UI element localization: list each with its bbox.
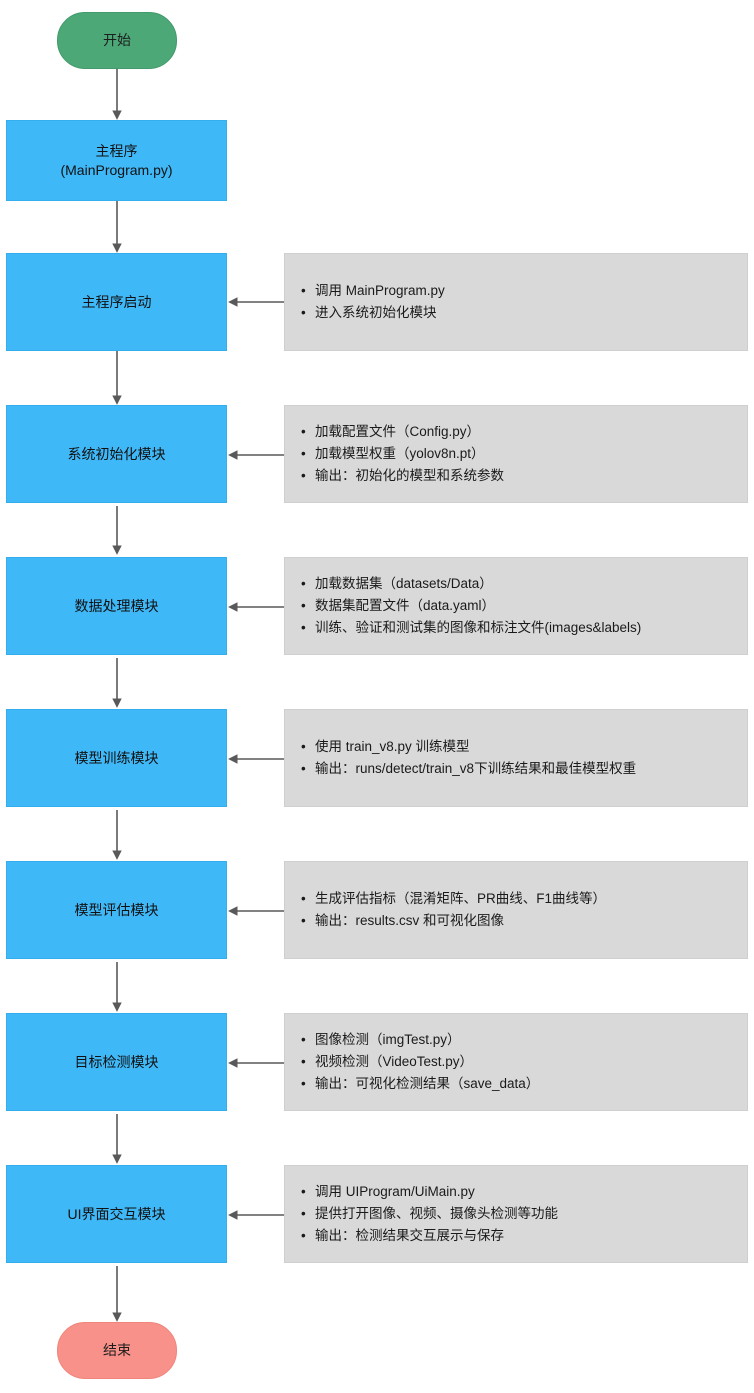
annotation-item: 训练、验证和测试集的图像和标注文件(images&labels) bbox=[301, 617, 733, 640]
annotation-item: 加载配置文件（Config.py） bbox=[301, 421, 733, 444]
annotation-data-list: 加载数据集（datasets/Data） 数据集配置文件（data.yaml） … bbox=[301, 573, 733, 640]
node-main-program-label: 主程序 (MainProgram.py) bbox=[54, 142, 178, 180]
annotation-item: 提供打开图像、视频、摄像头检测等功能 bbox=[301, 1203, 733, 1226]
annotation-item: 输出：初始化的模型和系统参数 bbox=[301, 465, 733, 488]
annotation-item: 输出：检测结果交互展示与保存 bbox=[301, 1225, 733, 1248]
node-start[interactable]: 开始 bbox=[57, 12, 177, 69]
annotation-init: 加载配置文件（Config.py） 加载模型权重（yolov8n.pt） 输出：… bbox=[284, 405, 748, 503]
node-detect-module-label: 目标检测模块 bbox=[74, 1053, 159, 1070]
node-end-label: 结束 bbox=[103, 1342, 131, 1359]
annotation-eval: 生成评估指标（混淆矩阵、PR曲线、F1曲线等） 输出：results.csv 和… bbox=[284, 861, 748, 959]
node-data-module-label: 数据处理模块 bbox=[74, 597, 159, 614]
annotation-train-list: 使用 train_v8.py 训练模型 输出：runs/detect/train… bbox=[301, 736, 733, 781]
annotation-item: 输出：runs/detect/train_v8下训练结果和最佳模型权重 bbox=[301, 758, 733, 781]
node-end[interactable]: 结束 bbox=[57, 1322, 177, 1379]
node-ui-module-label: UI界面交互模块 bbox=[67, 1205, 166, 1222]
annotation-item: 加载模型权重（yolov8n.pt） bbox=[301, 443, 733, 466]
annotation-main-start: 调用 MainProgram.py 进入系统初始化模块 bbox=[284, 253, 748, 351]
annotation-data: 加载数据集（datasets/Data） 数据集配置文件（data.yaml） … bbox=[284, 557, 748, 655]
annotation-item: 加载数据集（datasets/Data） bbox=[301, 573, 733, 596]
node-train-module[interactable]: 模型训练模块 bbox=[6, 709, 227, 807]
annotation-detect: 图像检测（imgTest.py） 视频检测（VideoTest.py） 输出：可… bbox=[284, 1013, 748, 1111]
annotation-item: 调用 MainProgram.py bbox=[301, 280, 733, 303]
annotation-item: 生成评估指标（混淆矩阵、PR曲线、F1曲线等） bbox=[301, 888, 733, 911]
annotation-item: 图像检测（imgTest.py） bbox=[301, 1029, 733, 1052]
annotation-eval-list: 生成评估指标（混淆矩阵、PR曲线、F1曲线等） 输出：results.csv 和… bbox=[301, 888, 733, 933]
annotation-item: 使用 train_v8.py 训练模型 bbox=[301, 736, 733, 759]
node-main-program-subtitle: (MainProgram.py) bbox=[60, 161, 173, 178]
annotation-ui: 调用 UIProgram/UiMain.py 提供打开图像、视频、摄像头检测等功… bbox=[284, 1165, 748, 1263]
node-main-start-label: 主程序启动 bbox=[81, 293, 152, 310]
node-detect-module[interactable]: 目标检测模块 bbox=[6, 1013, 227, 1111]
node-main-program[interactable]: 主程序 (MainProgram.py) bbox=[6, 120, 227, 201]
annotation-train: 使用 train_v8.py 训练模型 输出：runs/detect/train… bbox=[284, 709, 748, 807]
node-init-module-label: 系统初始化模块 bbox=[67, 445, 166, 462]
annotation-item: 输出：可视化检测结果（save_data） bbox=[301, 1073, 733, 1096]
annotation-init-list: 加载配置文件（Config.py） 加载模型权重（yolov8n.pt） 输出：… bbox=[301, 421, 733, 488]
node-data-module[interactable]: 数据处理模块 bbox=[6, 557, 227, 655]
annotation-item: 数据集配置文件（data.yaml） bbox=[301, 595, 733, 618]
node-main-program-title: 主程序 bbox=[95, 142, 138, 159]
node-ui-module[interactable]: UI界面交互模块 bbox=[6, 1165, 227, 1263]
annotation-main-start-list: 调用 MainProgram.py 进入系统初始化模块 bbox=[301, 280, 733, 325]
annotation-item: 视频检测（VideoTest.py） bbox=[301, 1051, 733, 1074]
node-eval-module-label: 模型评估模块 bbox=[74, 901, 159, 918]
annotation-ui-list: 调用 UIProgram/UiMain.py 提供打开图像、视频、摄像头检测等功… bbox=[301, 1181, 733, 1248]
annotation-detect-list: 图像检测（imgTest.py） 视频检测（VideoTest.py） 输出：可… bbox=[301, 1029, 733, 1096]
node-init-module[interactable]: 系统初始化模块 bbox=[6, 405, 227, 503]
node-main-start[interactable]: 主程序启动 bbox=[6, 253, 227, 351]
annotation-item: 进入系统初始化模块 bbox=[301, 302, 733, 325]
node-start-label: 开始 bbox=[103, 32, 131, 49]
annotation-item: 调用 UIProgram/UiMain.py bbox=[301, 1181, 733, 1204]
annotation-item: 输出：results.csv 和可视化图像 bbox=[301, 910, 733, 933]
node-train-module-label: 模型训练模块 bbox=[74, 749, 159, 766]
node-eval-module[interactable]: 模型评估模块 bbox=[6, 861, 227, 959]
